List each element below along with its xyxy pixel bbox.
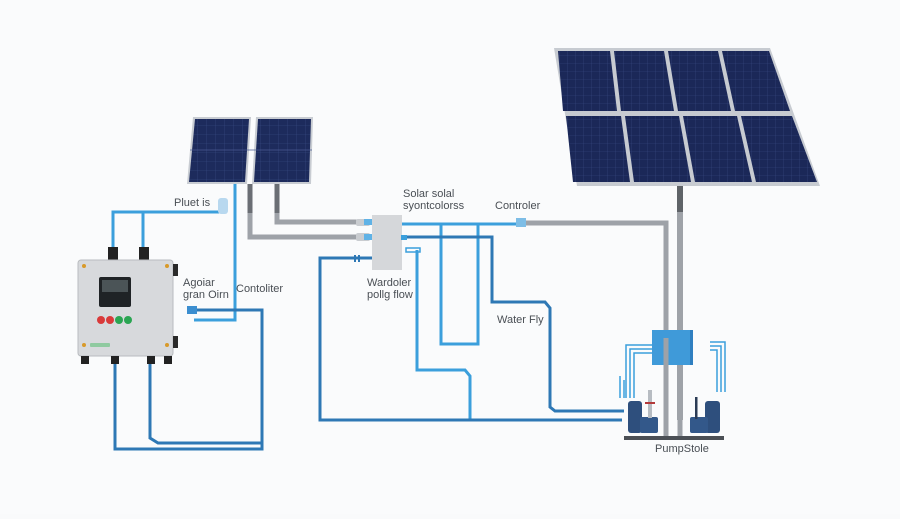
label-panel-junction: Pluet is: [174, 197, 211, 209]
control-box: [77, 247, 178, 364]
indicator-led-red-1: [97, 316, 105, 324]
small-solar-array: [187, 117, 313, 184]
pipe-panel-to-box: [111, 210, 220, 262]
pipe-junction-mid: [402, 235, 624, 413]
pipe-down-left: [415, 250, 472, 420]
large-solar-array: [554, 48, 820, 186]
panel-connector: [218, 198, 228, 214]
pump-right: [690, 397, 720, 433]
label-water-fly: Water Fly: [497, 314, 544, 326]
label-controller-left: Contoliter: [236, 283, 283, 295]
pipe-panel-vertical: [194, 184, 237, 322]
pipe-left-loop: [318, 256, 622, 422]
label-agoiar-2: gran Oirn: [183, 289, 229, 301]
cable-small-panel-1: [247, 184, 360, 240]
pump-left: [628, 390, 658, 433]
cable-controller-to-array: [525, 220, 669, 338]
cable-small-panel-2: [274, 184, 360, 225]
junction-box: [354, 215, 421, 270]
power-cables: [247, 184, 683, 420]
label-pump-station: PumpStole: [655, 443, 709, 455]
pump-base: [624, 436, 724, 440]
water-pipes-dark: [113, 235, 624, 451]
agoiar-connector: [187, 306, 197, 314]
controller-connector: [516, 218, 526, 227]
labels: Pluet is Solar solal syontcolorss Contro…: [174, 188, 709, 455]
pipe-loop-1: [439, 224, 480, 346]
label-solar-system-2: syontcolorss: [403, 200, 465, 212]
water-pipes-light: [111, 184, 520, 420]
label-solar-system-1: Solar solal: [403, 188, 454, 200]
label-wardoler-2: pollg flow: [367, 289, 413, 301]
indicator-led-green-1: [115, 316, 123, 324]
pump-station: [619, 330, 726, 440]
label-agoiar-1: Agoiar: [183, 277, 215, 289]
indicator-led-red-2: [106, 316, 114, 324]
water-tank: [652, 330, 693, 365]
indicator-led-green-2: [124, 316, 132, 324]
label-wardoler-1: Wardoler: [367, 277, 412, 289]
pipe-box-return-2: [148, 362, 262, 445]
pipe-box-return-1: [113, 308, 264, 451]
label-controller-top: Controler: [495, 200, 541, 212]
